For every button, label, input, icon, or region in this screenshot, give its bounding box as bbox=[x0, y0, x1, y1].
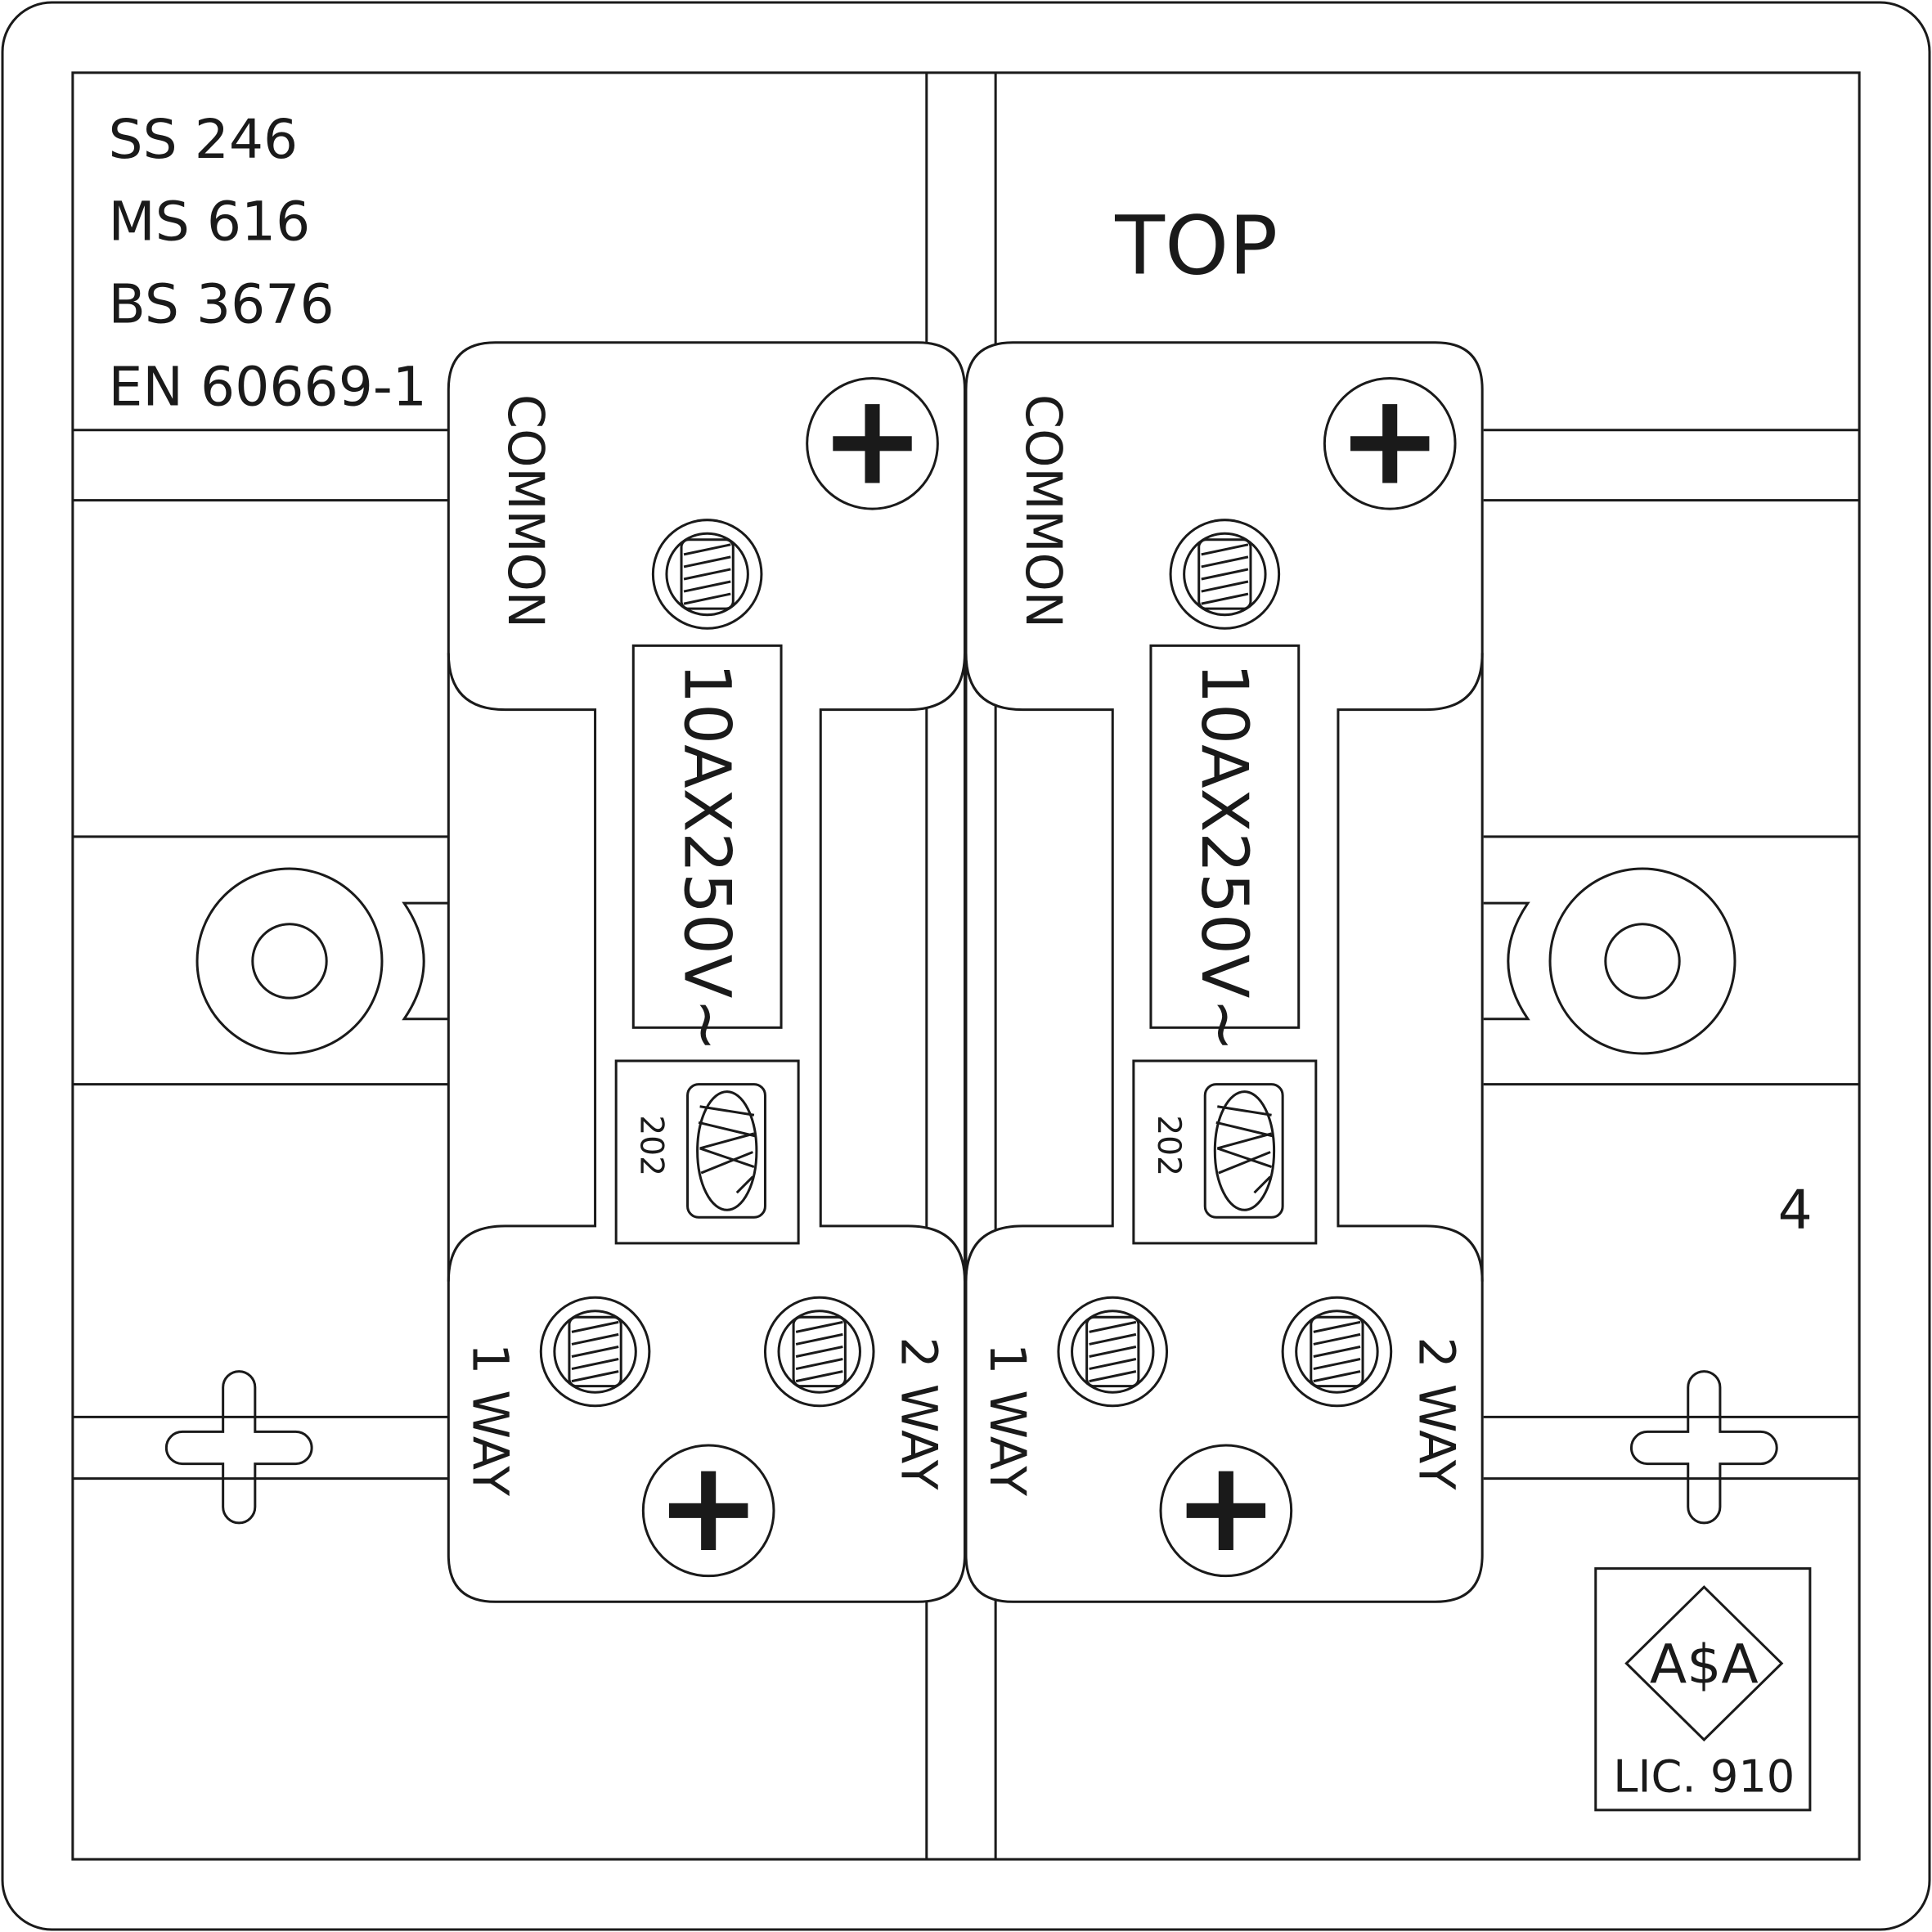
mounting-hole-left bbox=[195, 867, 449, 1055]
two-way-label: 2 WAY bbox=[890, 1337, 947, 1489]
standard-ms: MS 616 bbox=[109, 190, 311, 254]
number-mark: 4 bbox=[1778, 1178, 1813, 1242]
rating-box bbox=[1149, 644, 1301, 1029]
switch-module-right: COMMON 10AX250V~ 202 1 WAY 2 WAY bbox=[964, 341, 1484, 1603]
switch-module-left: COMMON 10AX250V~ 202 1 WAY 2 WAY bbox=[447, 341, 966, 1603]
terminal-plate bbox=[447, 341, 966, 1603]
fixing-screw-bottom-icon bbox=[641, 1444, 775, 1578]
cross-mark-left bbox=[164, 1370, 313, 1525]
one-way-label: 1 WAY bbox=[461, 1343, 518, 1496]
standard-bs: BS 3676 bbox=[109, 272, 335, 336]
pws-logo-icon bbox=[1203, 1083, 1284, 1219]
standard-en: EN 60669-1 bbox=[109, 355, 427, 419]
terminal-screw-icon bbox=[1057, 1296, 1169, 1408]
common-label: COMMON bbox=[496, 394, 554, 628]
cross-mark-right bbox=[1630, 1370, 1778, 1525]
maker-code: 202 bbox=[1150, 1115, 1187, 1176]
terminal-plate bbox=[964, 341, 1484, 1603]
asa-mark: A$A bbox=[1650, 1633, 1759, 1696]
two-way-label: 2 WAY bbox=[1407, 1337, 1464, 1489]
terminal-screw-icon bbox=[1281, 1296, 1393, 1408]
inner-frame bbox=[71, 71, 1861, 1861]
certification-mark: A$A LIC. 910 bbox=[1594, 1567, 1812, 1812]
standard-ss: SS 246 bbox=[109, 107, 299, 171]
licence-number: LIC. 910 bbox=[1613, 1750, 1795, 1802]
terminal-screw-icon bbox=[539, 1296, 651, 1408]
maker-box bbox=[614, 1059, 800, 1245]
terminal-screw-icon bbox=[763, 1296, 875, 1408]
standards-list: SS 246 MS 616 BS 3676 EN 60669-1 bbox=[109, 107, 427, 419]
one-way-label: 1 WAY bbox=[978, 1343, 1036, 1496]
pws-logo-icon bbox=[686, 1083, 766, 1219]
maker-box bbox=[1132, 1059, 1318, 1245]
rating-box bbox=[631, 644, 783, 1029]
mounting-hole-right bbox=[1483, 867, 1737, 1055]
fixing-screw-top-icon bbox=[1323, 376, 1457, 510]
top-label: TOP bbox=[1114, 199, 1278, 293]
maker-code: 202 bbox=[632, 1115, 669, 1176]
terminal-screw-icon bbox=[1169, 519, 1281, 630]
rating-label: 10AX250V~ bbox=[670, 663, 744, 1052]
terminal-screw-icon bbox=[651, 519, 763, 630]
fixing-screw-top-icon bbox=[806, 376, 939, 510]
rating-label: 10AX250V~ bbox=[1187, 663, 1261, 1052]
fixing-screw-bottom-icon bbox=[1159, 1444, 1293, 1578]
common-label: COMMON bbox=[1014, 394, 1072, 628]
